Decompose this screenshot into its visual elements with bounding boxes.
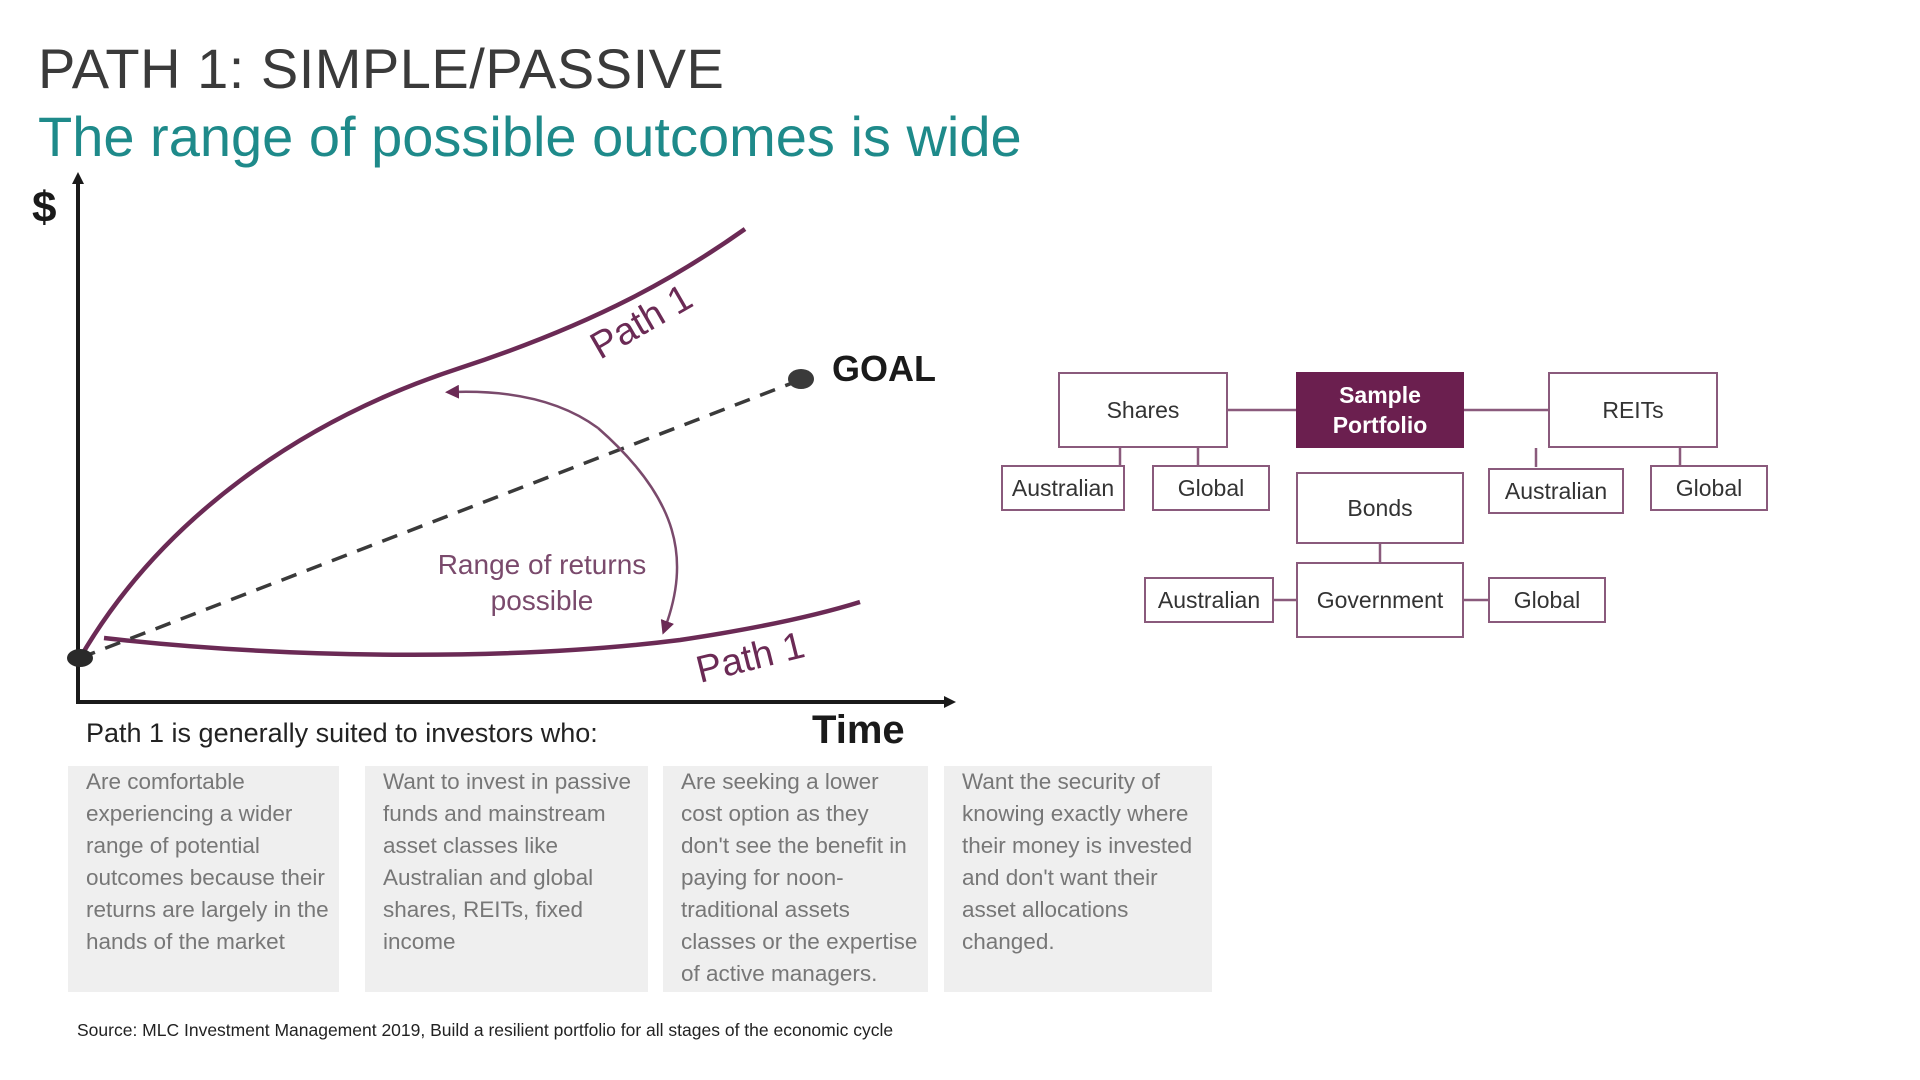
tree-node-government: Government	[1296, 562, 1464, 638]
goal-label: GOAL	[832, 348, 936, 389]
tree-node-gov-global: Global	[1488, 577, 1606, 623]
goal-line	[79, 378, 801, 660]
tree-node-root: Sample Portfolio	[1296, 372, 1464, 448]
y-axis-label: $	[32, 183, 56, 232]
goal-dot	[788, 369, 814, 389]
tree-node-shares-australian: Australian	[1001, 465, 1125, 511]
tree-node-shares: Shares	[1058, 372, 1228, 448]
page-subtitle: The range of possible outcomes is wide	[38, 105, 1022, 168]
suited-card: Are comfortable experiencing a wider ran…	[68, 766, 339, 992]
tree-node-reits: REITs	[1548, 372, 1718, 448]
range-arc	[597, 427, 679, 635]
path-upper-curve	[78, 227, 747, 660]
card-text: Are seeking a lower cost option as they …	[681, 769, 918, 986]
tree-node-reits-australian: Australian	[1488, 468, 1624, 514]
tree-node-bonds: Bonds	[1296, 472, 1464, 544]
start-dot	[67, 649, 93, 667]
path-lower-curve	[103, 599, 861, 658]
source-footnote: Source: MLC Investment Management 2019, …	[77, 1020, 894, 1040]
tree-node-reits-global: Global	[1650, 465, 1768, 511]
x-axis-label: Time	[812, 708, 905, 752]
suited-card: Want the security of knowing exactly whe…	[944, 766, 1212, 992]
card-text: Are comfortable experiencing a wider ran…	[86, 769, 329, 954]
range-label-line1: Range of returns	[438, 549, 647, 580]
suited-card: Want to invest in passive funds and main…	[365, 766, 648, 992]
tree-node-shares-global: Global	[1152, 465, 1270, 511]
page-title: PATH 1: SIMPLE/PASSIVE	[38, 37, 725, 100]
card-text: Want to invest in passive funds and main…	[383, 769, 632, 954]
suited-heading: Path 1 is generally suited to investors …	[86, 718, 598, 748]
card-text: Want the security of knowing exactly whe…	[962, 769, 1193, 954]
suited-card: Are seeking a lower cost option as they …	[663, 766, 928, 992]
tree-node-gov-australian: Australian	[1144, 577, 1274, 623]
range-label-line2: possible	[491, 585, 594, 616]
range-arc-top	[445, 384, 599, 430]
